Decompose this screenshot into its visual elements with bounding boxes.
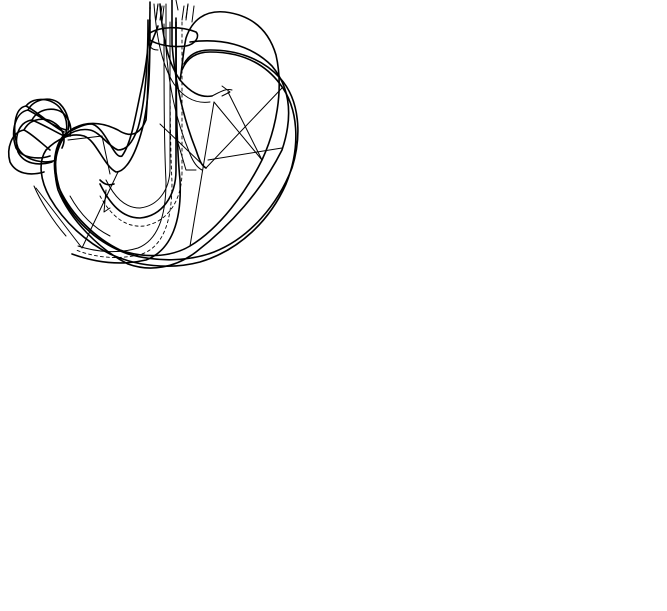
transection-lines	[68, 136, 114, 236]
panel-bottom-right-stomach	[0, 0, 307, 281]
stomach-outline	[17, 20, 298, 260]
esophagus-tube	[100, 4, 194, 226]
